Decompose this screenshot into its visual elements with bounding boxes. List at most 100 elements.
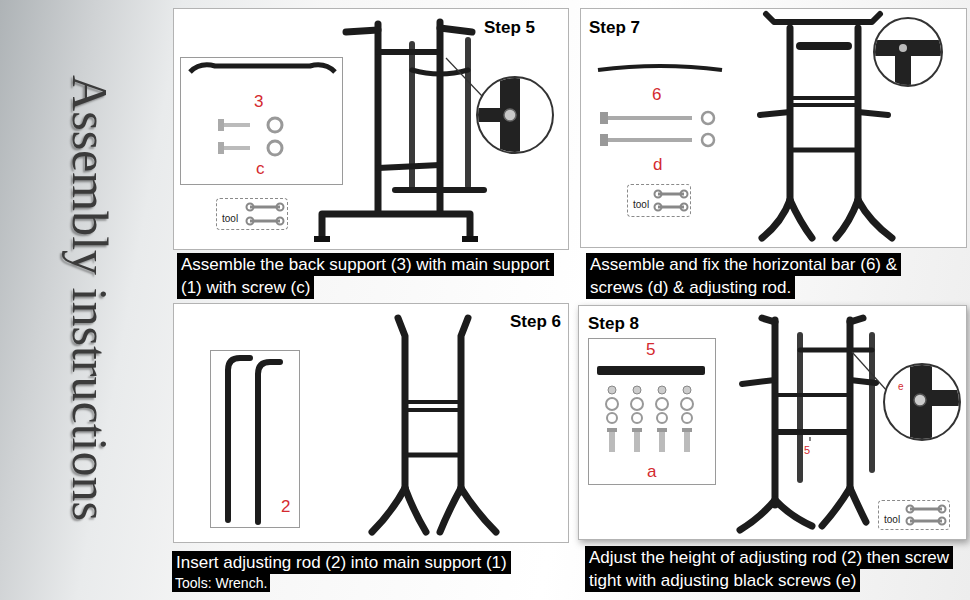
- frame-drawing: [858, 112, 888, 115]
- frame-drawing: [398, 318, 405, 492]
- wrench-icon: [939, 518, 946, 525]
- parts-drawing: [218, 119, 224, 131]
- wrench-icon: [247, 204, 254, 211]
- parts-drawing: [632, 428, 642, 432]
- tool-box: tool: [216, 198, 288, 230]
- parts-drawing: [657, 428, 667, 432]
- frame-drawing: [378, 49, 440, 55]
- parts-drawing: [608, 116, 692, 120]
- detail-magnifier: [884, 360, 970, 450]
- wrench-icon: [910, 508, 942, 511]
- foot-pad: [462, 236, 478, 242]
- tool-box: tool: [878, 500, 950, 530]
- parts-drawing: [682, 413, 692, 423]
- frame-drawing: [800, 42, 848, 50]
- frame-drawing: [405, 453, 461, 458]
- detail-magnifier: [914, 394, 926, 406]
- frame-drawing: [440, 28, 472, 32]
- parts-drawing: [597, 366, 705, 452]
- frame-drawing: [378, 165, 440, 168]
- parts-box: 3c: [180, 57, 343, 185]
- wrench-icon: [907, 518, 914, 525]
- frame-drawing: [800, 348, 872, 353]
- parts-drawing: [607, 428, 617, 432]
- step-caption-holder: Assemble and fix the horizontal bar (6) …: [586, 253, 921, 299]
- leader-line: [809, 437, 810, 441]
- panel-ground: [580, 8, 967, 248]
- part-number: 2: [281, 497, 290, 516]
- parts-drawing: [702, 134, 714, 146]
- tool-box: tool: [627, 184, 691, 217]
- step-caption-holder: Adjust the height of adjusting rod (2) t…: [585, 546, 967, 592]
- frame-drawing: [787, 28, 794, 205]
- part-number: c: [256, 159, 265, 178]
- frame-drawing: [855, 28, 862, 205]
- leader-line: [852, 352, 888, 392]
- frame-drawing: [740, 500, 775, 530]
- frame-drawing: [760, 112, 790, 115]
- detail-magnifier: [470, 108, 500, 122]
- frame-drawing: [762, 200, 790, 238]
- foot-pad: [314, 236, 478, 242]
- frame-drawing: [322, 214, 470, 236]
- detail-magnifier: [870, 18, 950, 96]
- detail-magnifier: [895, 56, 911, 96]
- step-number: Step 6: [510, 312, 561, 331]
- parts-drawing: [683, 386, 691, 394]
- wrench-icon: [907, 506, 914, 513]
- part-number: 5: [646, 340, 655, 359]
- frame-drawing: [440, 488, 461, 532]
- wrench-icon: [655, 204, 662, 211]
- frame-drawing: [766, 14, 880, 22]
- step-caption: Assemble and fix the horizontal bar (6) …: [586, 253, 901, 299]
- frame-drawing: [869, 335, 875, 470]
- parts-drawing: [607, 413, 617, 423]
- wrench-icon: [277, 218, 284, 225]
- frame-drawing: [790, 103, 858, 107]
- detail-magnifier: [870, 40, 950, 96]
- step-panel: Step 5Assemble the back support (3) with…: [173, 8, 569, 250]
- frame-drawing: [742, 380, 775, 384]
- parts-drawing: [634, 432, 640, 452]
- part-number-holder: 5: [646, 341, 655, 359]
- step-caption: Insert adjusting rod (2) into main suppo…: [172, 551, 511, 574]
- parts-drawing: [656, 398, 668, 410]
- part-number: 6: [652, 86, 661, 104]
- parts-drawing: [631, 398, 643, 410]
- frame-drawing: [772, 320, 779, 505]
- detail-magnifier: [910, 360, 970, 450]
- foot-pad: [314, 236, 330, 242]
- parts-drawing: [681, 398, 693, 410]
- wrench-icon: [247, 204, 284, 225]
- part-number-holder: 3: [254, 93, 263, 111]
- step-number: Step 5: [484, 18, 535, 37]
- frame-drawing: [760, 14, 892, 238]
- detail-magnifier: [910, 360, 932, 450]
- panel-ground: [173, 303, 569, 543]
- part-number: d: [653, 156, 662, 174]
- tool-note: Tools: Wrench.: [172, 574, 270, 592]
- wrench-icon: [655, 191, 662, 198]
- detail-magnifier: [899, 44, 907, 52]
- frame-drawing: [850, 488, 866, 522]
- parts-drawing: [600, 134, 608, 146]
- detail-magnifier: [870, 40, 950, 56]
- detail-magnifier: [504, 109, 516, 121]
- callout-letter: e: [898, 382, 904, 393]
- frame-drawing: [740, 318, 876, 530]
- parts-drawing: [258, 362, 280, 522]
- step-number: Step 8: [588, 314, 639, 333]
- frame-drawing: [797, 335, 803, 480]
- step-panel: Step 7Assemble and fix the horizontal ba…: [580, 8, 967, 248]
- step-panel: Step 8Adjust the height of adjusting rod…: [578, 305, 967, 540]
- parts-drawing: [268, 118, 282, 132]
- parts-drawing: [598, 66, 722, 146]
- parts-drawing: [608, 138, 692, 142]
- parts-drawing: [658, 386, 666, 394]
- frame-drawing: [395, 187, 484, 193]
- step-number-holder: Step 5: [484, 19, 535, 37]
- parts-drawing: [606, 398, 618, 410]
- step-caption: Adjust the height of adjusting rod (2) t…: [585, 546, 953, 592]
- parts-box: 5a: [588, 338, 716, 485]
- frame-drawing: [858, 200, 892, 238]
